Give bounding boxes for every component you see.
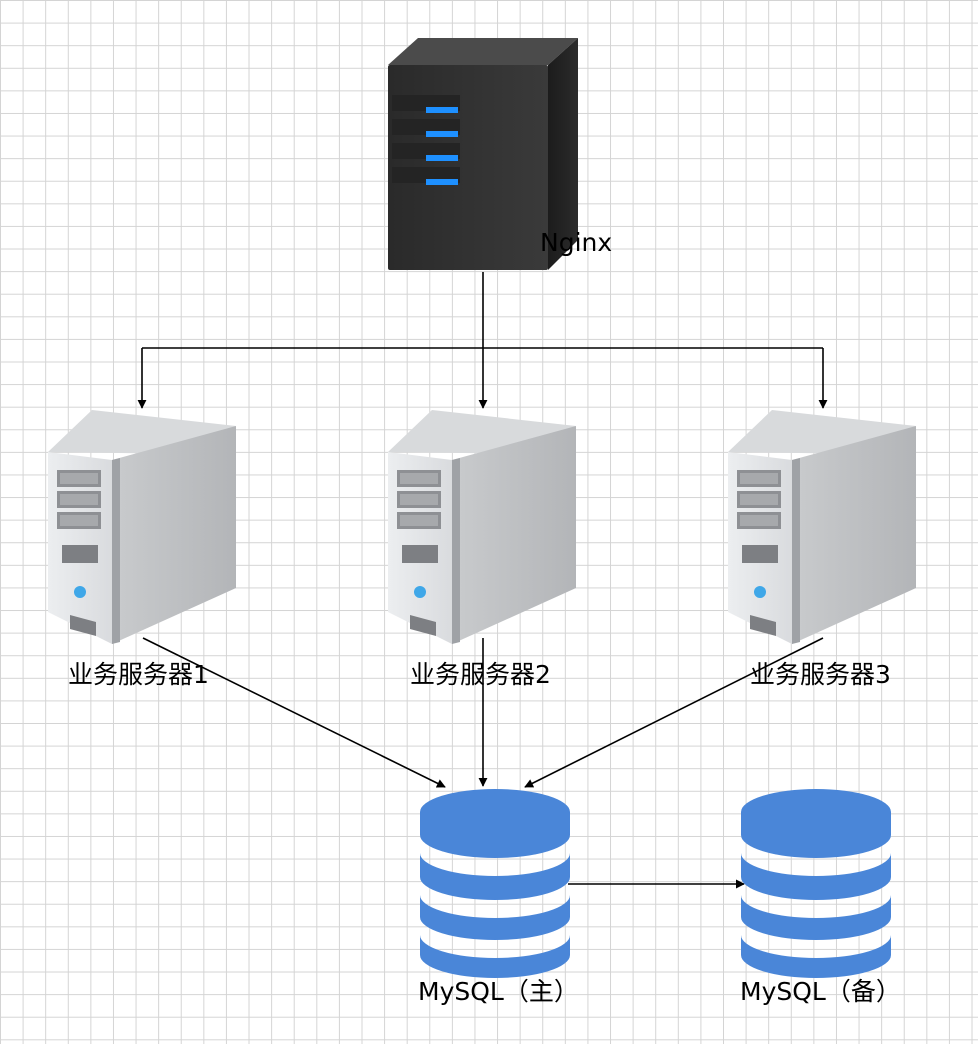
business-server-1-label: 业务服务器1 xyxy=(68,660,209,689)
nginx-label: Nginx xyxy=(540,228,612,257)
database-master-icon xyxy=(420,789,570,978)
connectors xyxy=(137,272,828,889)
power-button-icon xyxy=(414,586,426,598)
business-server-2-icon xyxy=(388,410,576,644)
database-master-label: MySQL（主） xyxy=(418,977,579,1006)
nginx-drive-bays xyxy=(392,95,460,185)
business-server-2-label: 业务服务器2 xyxy=(410,660,551,689)
database-backup-label: MySQL（备） xyxy=(740,977,901,1006)
power-button-icon xyxy=(74,586,86,598)
nginx-server-icon xyxy=(388,38,578,270)
connector-server-1-to-db-master xyxy=(142,637,446,788)
connector-server-3-to-db-master xyxy=(524,637,824,788)
business-server-1-icon xyxy=(48,410,236,644)
business-server-3-icon xyxy=(728,410,916,644)
database-backup-icon xyxy=(741,789,891,978)
power-button-icon xyxy=(754,586,766,598)
business-server-3-label: 业务服务器3 xyxy=(750,660,891,689)
